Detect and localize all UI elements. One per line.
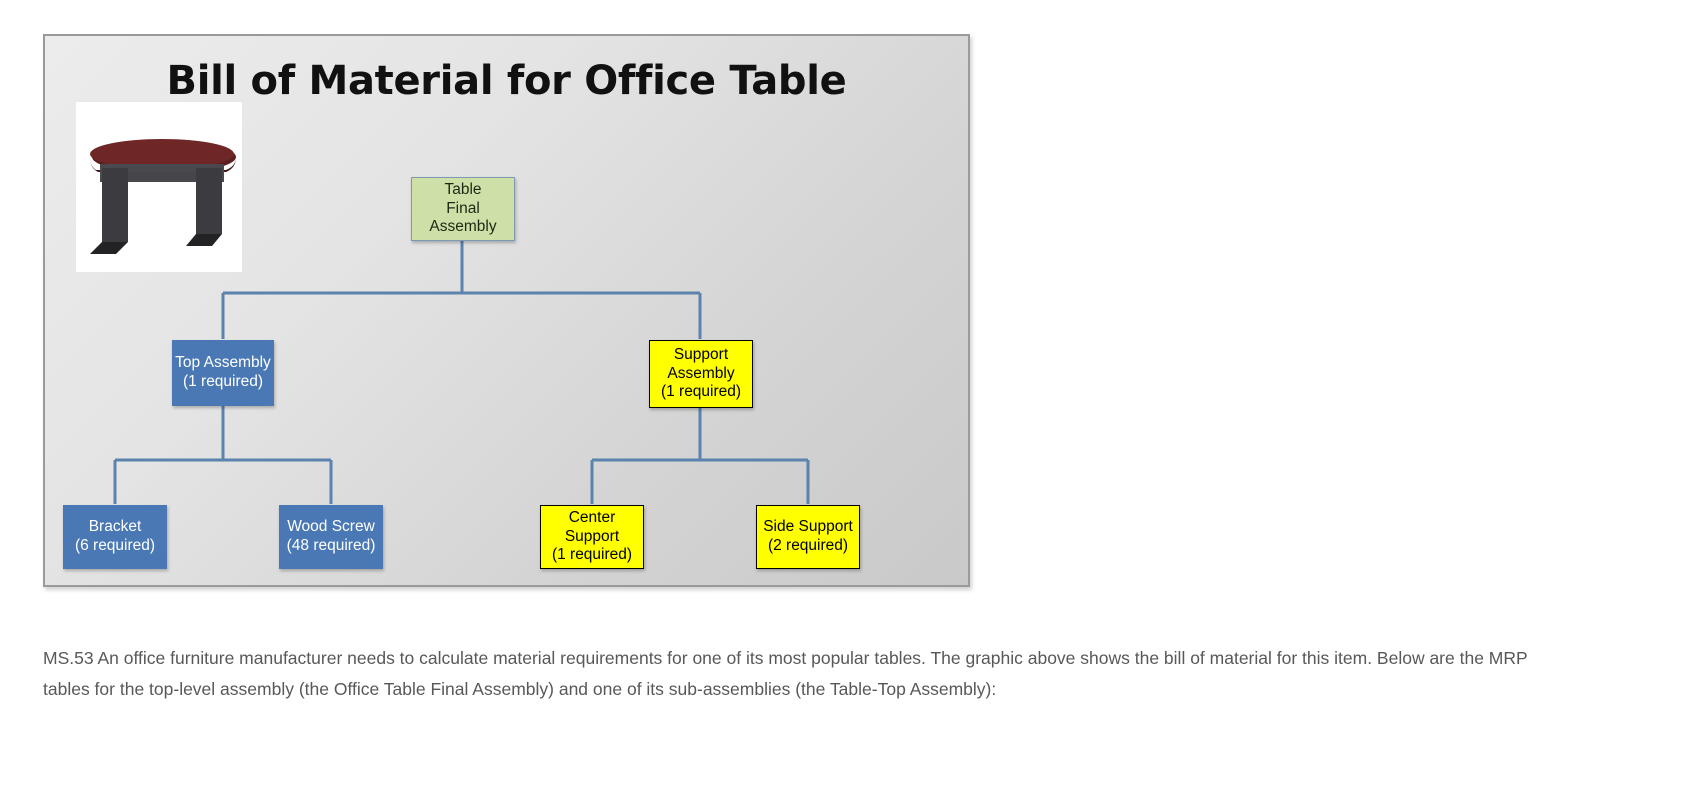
- node-side-support[interactable]: Side Support (2 required): [756, 505, 860, 569]
- node-label: Side Support: [763, 518, 853, 536]
- node-top-assembly[interactable]: Top Assembly (1 required): [172, 340, 274, 406]
- figure-title: Bill of Material for Office Table: [166, 58, 847, 104]
- node-center-support[interactable]: Center Support (1 required): [540, 505, 644, 569]
- node-support-assembly[interactable]: Support Assembly (1 required): [649, 340, 753, 408]
- node-label: Wood Screw: [287, 518, 375, 536]
- node-quantity: (1 required): [182, 373, 264, 390]
- node-quantity: (1 required): [551, 546, 633, 564]
- node-label: Top Assembly: [175, 354, 271, 372]
- node-label: Table: [444, 180, 482, 198]
- office-table-photo: [76, 102, 242, 272]
- node-label: Bracket: [88, 518, 142, 536]
- bill-of-material-figure: Bill of Material for Office Table: [43, 34, 970, 587]
- node-wood-screw[interactable]: Wood Screw (48 required): [279, 505, 383, 569]
- table-illustration: [76, 102, 242, 272]
- node-quantity: (2 required): [767, 537, 849, 554]
- node-label: Support Assembly: [667, 345, 735, 382]
- node-quantity: Final Assembly: [429, 199, 497, 236]
- node-quantity: (48 required): [286, 537, 376, 554]
- node-quantity: (6 required): [74, 537, 156, 554]
- node-bracket[interactable]: Bracket (6 required): [63, 505, 167, 569]
- node-quantity: (1 required): [660, 383, 742, 401]
- figure-caption: MS.53 An office furniture manufacturer n…: [43, 647, 1528, 699]
- node-label: Center Support: [564, 508, 620, 545]
- node-table-final-assembly[interactable]: Table Final Assembly: [411, 177, 515, 241]
